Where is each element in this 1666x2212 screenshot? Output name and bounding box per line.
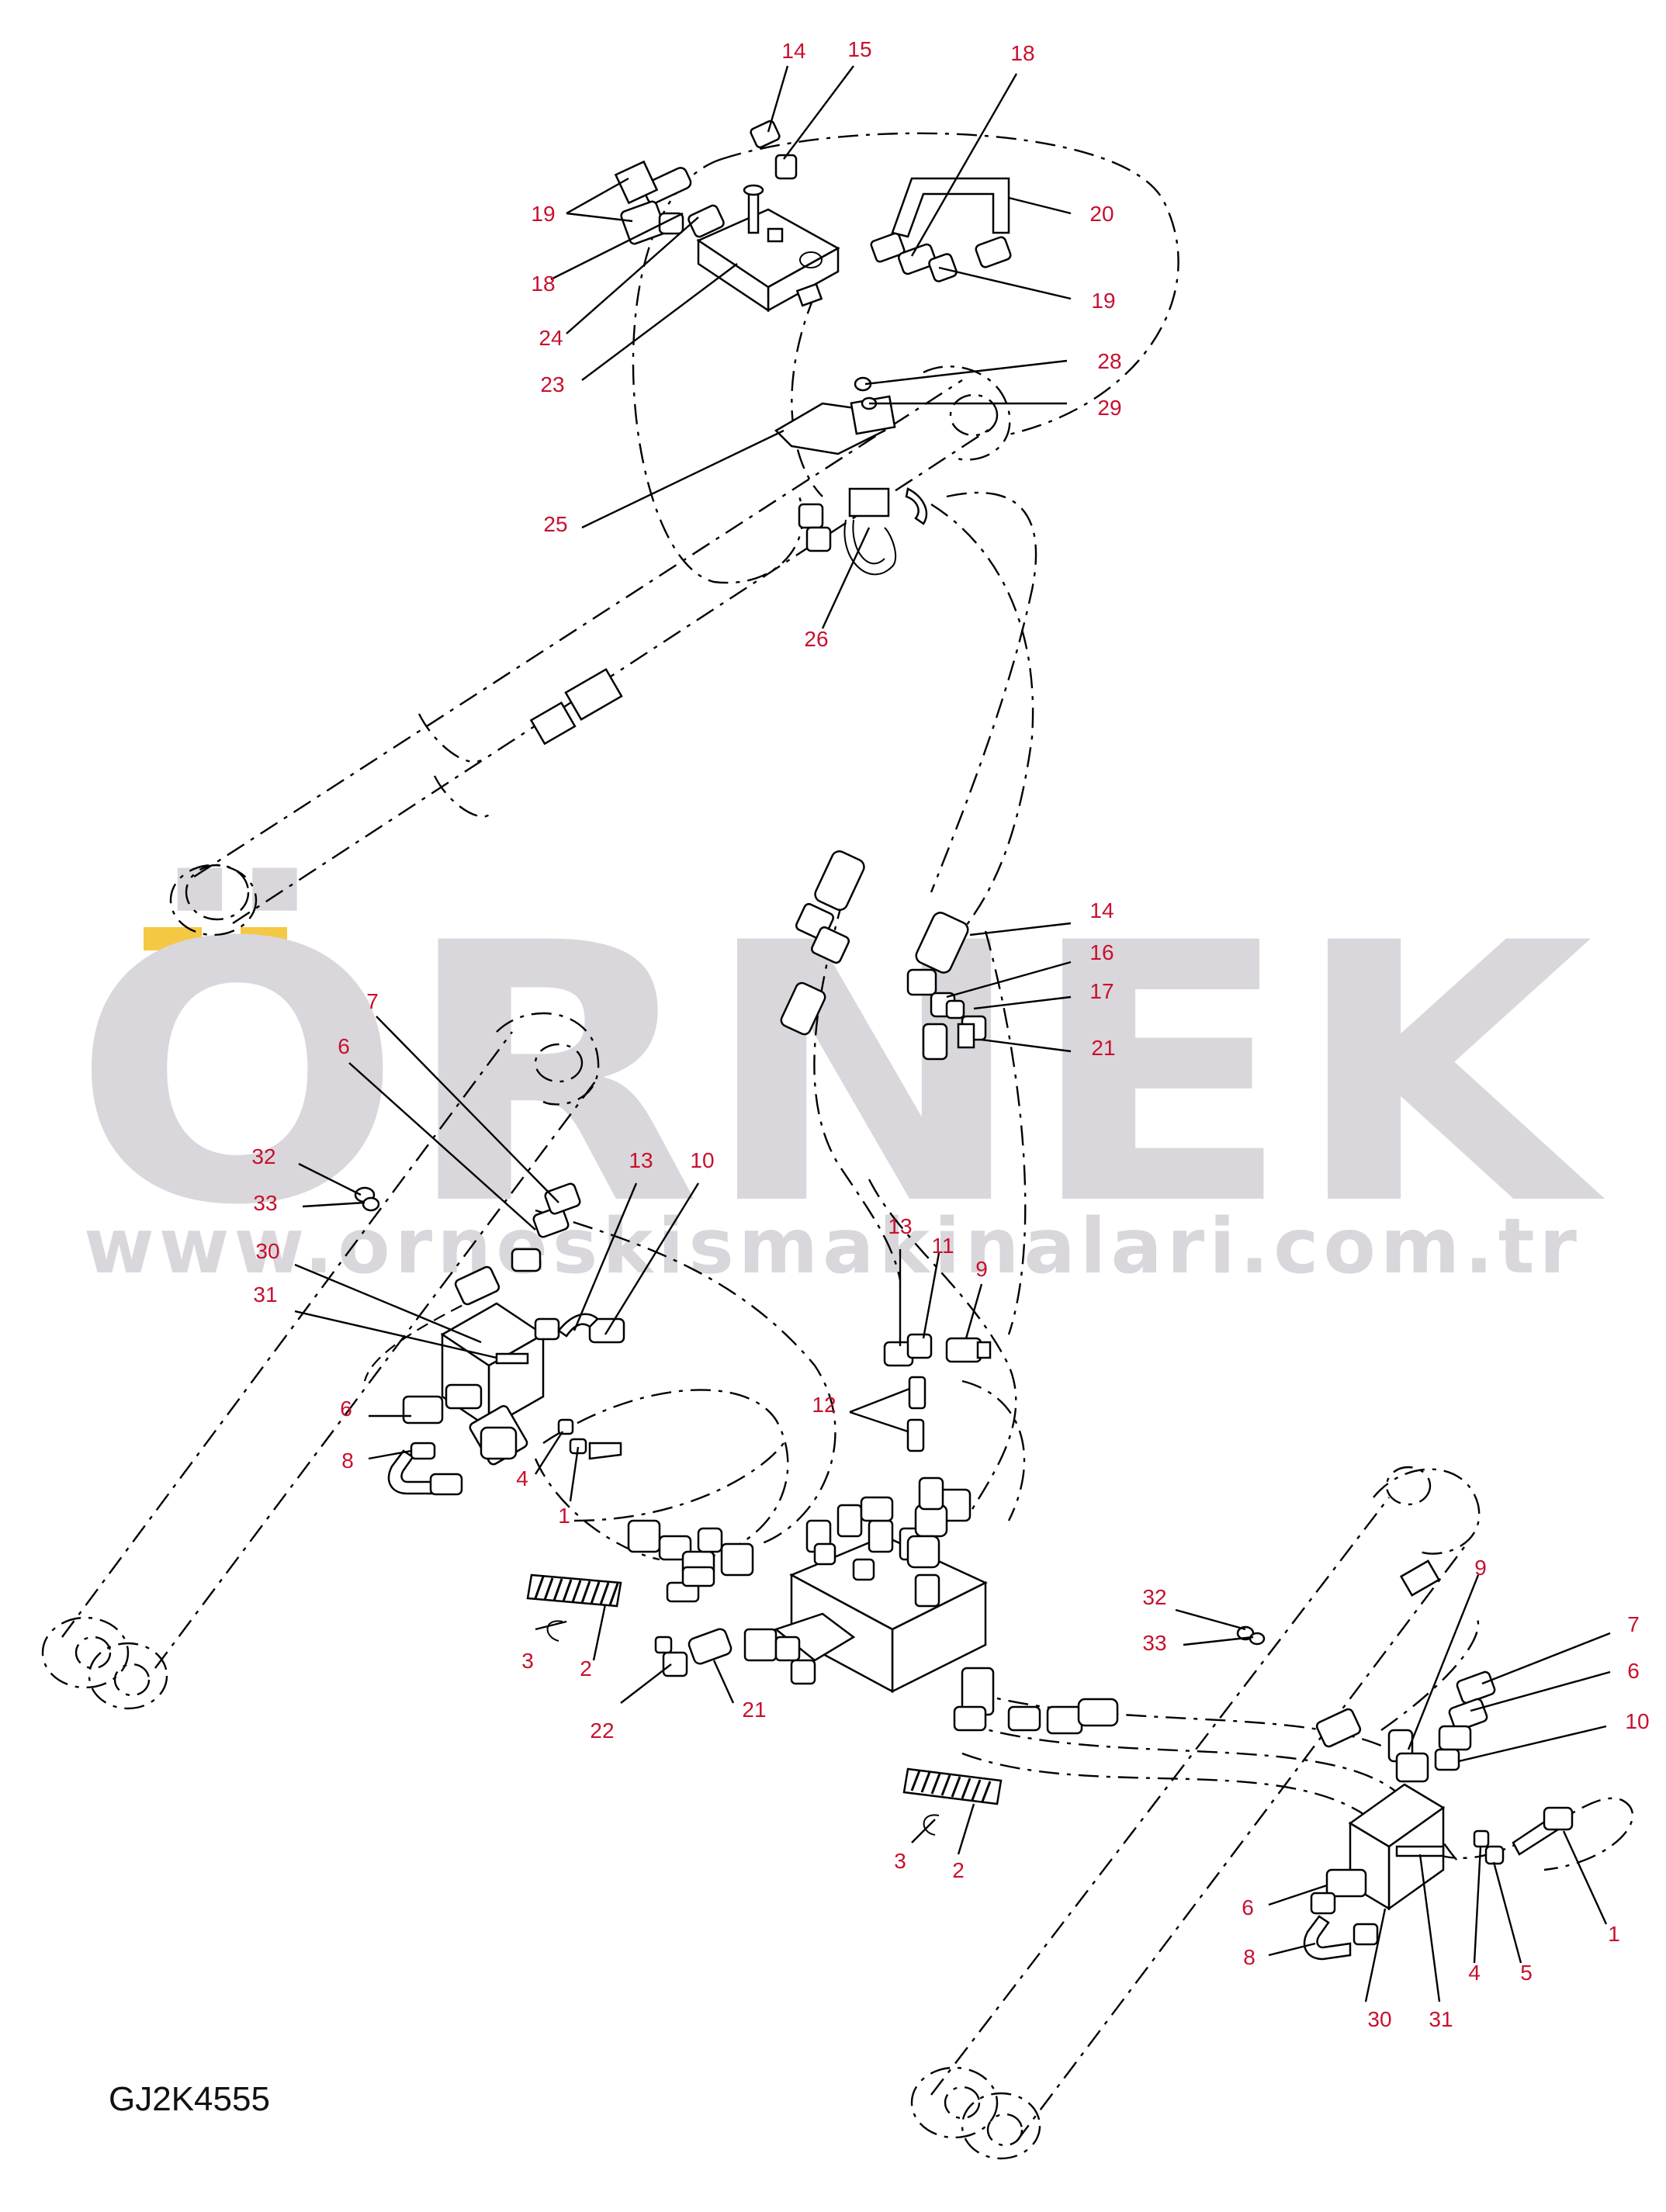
callout-label: 13 bbox=[888, 1214, 912, 1238]
callout-label: 4 bbox=[1468, 1961, 1481, 1985]
callout-labels: 14 15 18 19 18 24 23 20 19 28 29 25 26 1… bbox=[251, 37, 1649, 2031]
callout-label: 19 bbox=[531, 202, 555, 226]
callout-label: 18 bbox=[1010, 41, 1034, 65]
watermark-url: www.orneskismakinalari.com.tr bbox=[84, 1203, 1581, 1291]
callout-label: 26 bbox=[804, 627, 828, 651]
callout-label: 1 bbox=[558, 1504, 570, 1528]
bracket-and-hose-26 bbox=[774, 376, 928, 576]
lower-left-boom-cylinder bbox=[41, 1012, 600, 1710]
callout-label: 6 bbox=[1627, 1659, 1640, 1683]
mid-hose-fittings bbox=[780, 850, 987, 1061]
callout-label: 14 bbox=[781, 39, 805, 63]
callout-label: 30 bbox=[1367, 2007, 1391, 2031]
callout-label: 24 bbox=[539, 326, 563, 350]
lower-right-boom-cylinder bbox=[910, 1466, 1481, 2160]
callout-label: 31 bbox=[253, 1283, 277, 1307]
callout-label: 28 bbox=[1097, 349, 1121, 373]
callout-label: 8 bbox=[341, 1449, 354, 1473]
callout-label: 22 bbox=[590, 1719, 614, 1743]
callout-label: 17 bbox=[1089, 979, 1114, 1003]
center-fittings bbox=[883, 1333, 992, 1511]
hose-routing-outlines bbox=[363, 132, 1633, 1871]
callout-label: 33 bbox=[1142, 1631, 1166, 1655]
callout-label: 20 bbox=[1089, 202, 1114, 226]
callout-label: 23 bbox=[540, 372, 564, 396]
rings-and-bands bbox=[526, 1573, 1003, 1836]
callout-label: 2 bbox=[580, 1656, 592, 1681]
upper-boom-cylinder bbox=[169, 365, 1011, 936]
callout-label: 25 bbox=[543, 512, 567, 536]
callout-label: 21 bbox=[1091, 1036, 1115, 1060]
leader-lines bbox=[294, 65, 1611, 2003]
callout-label: 18 bbox=[531, 272, 555, 296]
callout-label: 14 bbox=[1089, 898, 1114, 923]
callout-label: 13 bbox=[629, 1148, 653, 1172]
top-manifold-assembly bbox=[614, 119, 1012, 313]
callout-label: 12 bbox=[812, 1393, 836, 1417]
watermark: ÖRNEK www.orneskismakinalari.com.tr bbox=[72, 864, 1608, 1291]
callout-label: 30 bbox=[255, 1239, 279, 1263]
callout-label: 4 bbox=[516, 1466, 528, 1490]
callout-label: 9 bbox=[975, 1257, 988, 1281]
callout-label: 7 bbox=[366, 989, 379, 1013]
callout-label: 32 bbox=[1142, 1585, 1166, 1609]
callout-label: 33 bbox=[253, 1191, 277, 1215]
callout-label: 32 bbox=[251, 1144, 275, 1168]
fittings-21-22 bbox=[654, 1628, 733, 1677]
callout-label: 31 bbox=[1429, 2007, 1453, 2031]
callout-label: 9 bbox=[1474, 1556, 1487, 1580]
callout-label: 6 bbox=[338, 1034, 350, 1058]
callout-label: 10 bbox=[1625, 1709, 1649, 1733]
left-holding-valve bbox=[354, 1182, 625, 1496]
callout-label: 19 bbox=[1091, 289, 1115, 313]
callout-label: 21 bbox=[742, 1698, 766, 1722]
callout-label: 11 bbox=[931, 1234, 954, 1258]
callout-label: 2 bbox=[952, 1858, 965, 1882]
callout-label: 8 bbox=[1243, 1945, 1256, 1969]
callout-label: 6 bbox=[1242, 1895, 1254, 1919]
callout-label: 10 bbox=[690, 1148, 714, 1172]
callout-label: 6 bbox=[340, 1397, 352, 1421]
callout-label: 3 bbox=[894, 1849, 906, 1873]
callout-label: 15 bbox=[847, 37, 871, 61]
central-valve-bank bbox=[627, 1488, 1119, 1735]
callout-label: 29 bbox=[1097, 396, 1121, 420]
callout-label: 16 bbox=[1089, 940, 1114, 964]
callout-label: 5 bbox=[1520, 1961, 1533, 1985]
callout-label: 3 bbox=[521, 1649, 534, 1673]
right-holding-valve bbox=[1236, 1625, 1574, 1961]
drawing-code: GJ2K4555 bbox=[109, 2080, 270, 2118]
watermark-accent-right bbox=[241, 927, 287, 950]
callout-label: 1 bbox=[1608, 1922, 1620, 1946]
callout-label: 7 bbox=[1627, 1612, 1640, 1636]
